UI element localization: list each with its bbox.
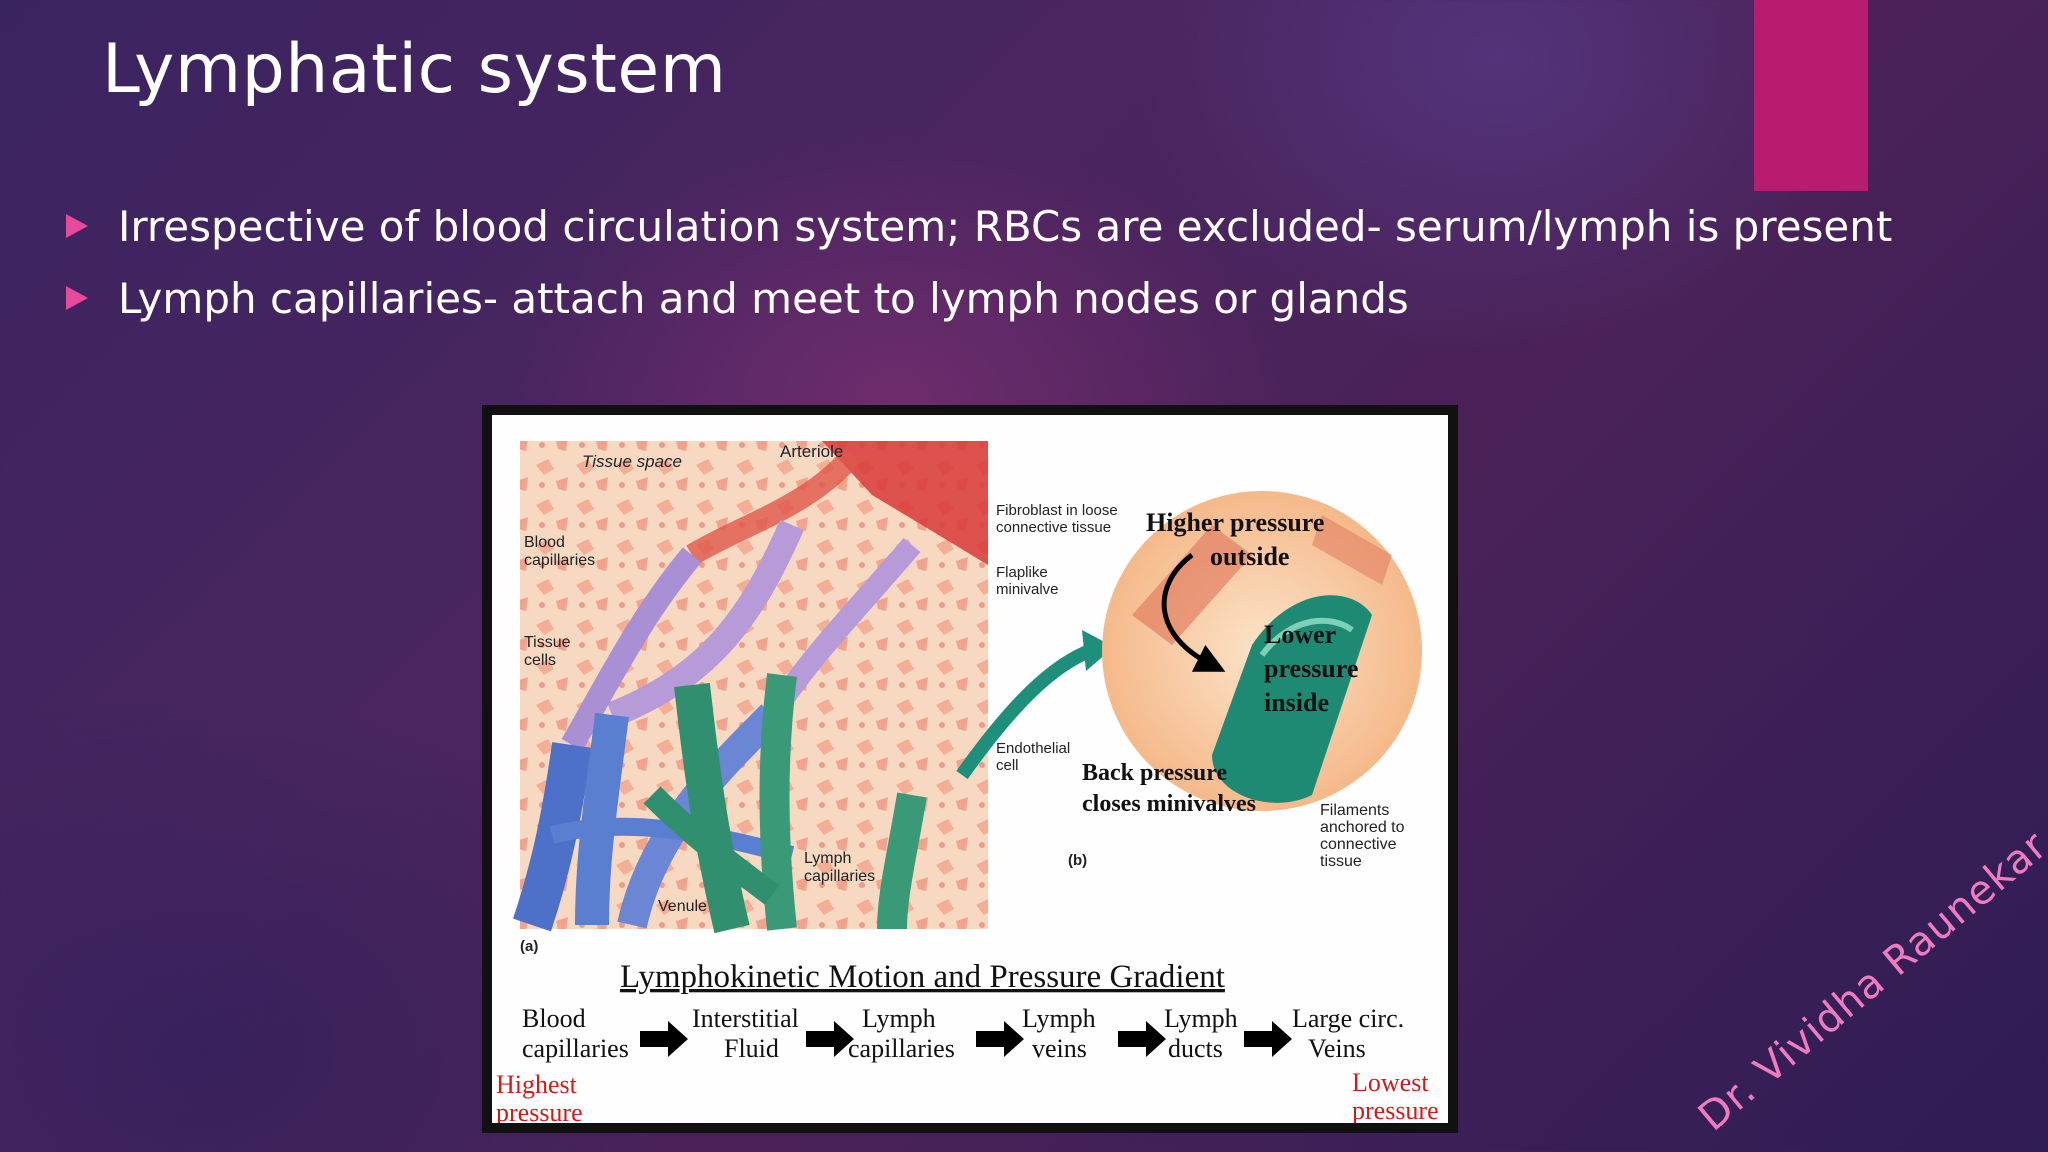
step-blood-capillaries-2: capillaries: [522, 1034, 629, 1063]
label-highest-2: pressure: [496, 1098, 583, 1123]
label-higher-pressure-1: Higher pressure: [1146, 508, 1324, 537]
step-lymph-veins-2: veins: [1032, 1034, 1087, 1063]
label-tissue-space: Tissue space: [582, 452, 682, 471]
label-arteriole: Arteriole: [780, 442, 843, 461]
label-lowest-2: pressure: [1352, 1096, 1439, 1123]
figure-canvas: Tissue space Arteriole Blood capillaries…: [492, 415, 1448, 1123]
label-lowest-1: Lowest: [1352, 1068, 1429, 1097]
label-lymph-capillaries-2: capillaries: [804, 868, 875, 885]
label-flaplike-1: Flaplike: [996, 564, 1048, 581]
bullet-item: Lymph capillaries- attach and meet to ly…: [62, 262, 1892, 334]
bullet-item: Irrespective of blood circulation system…: [62, 190, 1892, 262]
label-filaments-1: Filaments: [1320, 802, 1389, 819]
label-back-pressure-2: closes minivalves: [1082, 791, 1256, 817]
flow-arrows: [640, 1021, 1292, 1057]
step-lymph-ducts-1: Lymph: [1164, 1004, 1238, 1033]
step-lymph-veins-1: Lymph: [1022, 1004, 1096, 1033]
flow-arrow-icon: [640, 1021, 688, 1057]
label-venule: Venule: [658, 898, 707, 915]
label-fibroblast-2: connective tissue: [996, 519, 1111, 536]
gradient-flow: Blood capillaries Interstitial Fluid Lym…: [522, 1004, 1404, 1063]
label-flaplike-2: minivalve: [996, 581, 1059, 598]
flow-arrow-icon: [806, 1021, 854, 1057]
label-panel-b: (b): [1068, 852, 1087, 869]
label-lower-pressure-2: pressure: [1264, 654, 1358, 683]
bullet-arrow-icon: [66, 286, 88, 310]
step-lymph-capillaries-2: capillaries: [848, 1034, 955, 1063]
gradient-title: Lymphokinetic Motion and Pressure Gradie…: [620, 959, 1225, 995]
label-highest-1: Highest: [496, 1070, 578, 1099]
step-lymph-capillaries-1: Lymph: [862, 1004, 936, 1033]
panel-a-illustration: [513, 441, 988, 934]
bullet-text: Irrespective of blood circulation system…: [118, 201, 1893, 251]
bullet-arrow-icon: [66, 214, 88, 238]
slide-title: Lymphatic system: [102, 30, 727, 109]
label-filaments-3: connective: [1320, 836, 1397, 853]
label-lower-pressure-3: inside: [1264, 688, 1329, 717]
transition-arrow-icon: [956, 643, 1095, 780]
step-interstitial-2: Fluid: [724, 1034, 779, 1063]
lymphatic-diagram-figure: Tissue space Arteriole Blood capillaries…: [482, 405, 1458, 1133]
label-tissue-cells-1: Tissue: [524, 634, 571, 651]
label-endothelial-2: cell: [996, 757, 1019, 774]
label-lymph-capillaries-1: Lymph: [804, 850, 851, 867]
label-back-pressure-1: Back pressure: [1082, 760, 1227, 786]
lymphatic-diagram: Tissue space Arteriole Blood capillaries…: [496, 441, 1439, 1123]
bullet-list: Irrespective of blood circulation system…: [62, 190, 1892, 334]
label-endothelial-1: Endothelial: [996, 740, 1070, 757]
step-large-veins-1: Large circ.: [1292, 1004, 1404, 1033]
bullet-text: Lymph capillaries- attach and meet to ly…: [118, 273, 1409, 323]
flow-arrow-icon: [1118, 1021, 1166, 1057]
label-filaments-4: tissue: [1320, 853, 1362, 870]
accent-bar: [1754, 0, 1868, 191]
author-watermark: Dr. Vividha Raunekar: [1690, 822, 2048, 1141]
label-blood-capillaries-1: Blood: [524, 534, 565, 551]
label-tissue-cells-2: cells: [524, 652, 556, 669]
step-large-veins-2: Veins: [1308, 1034, 1366, 1063]
label-fibroblast-1: Fibroblast in loose: [996, 502, 1118, 519]
label-lower-pressure-1: Lower: [1264, 620, 1336, 649]
label-higher-pressure-2: outside: [1210, 542, 1289, 571]
label-blood-capillaries-2: capillaries: [524, 552, 595, 569]
label-panel-a: (a): [520, 938, 538, 955]
step-lymph-ducts-2: ducts: [1168, 1034, 1223, 1063]
flow-arrow-icon: [976, 1021, 1024, 1057]
step-interstitial-1: Interstitial: [692, 1004, 799, 1033]
panel-b-illustration: [1102, 491, 1422, 811]
transition-arrowhead-icon: [1082, 630, 1114, 671]
flow-arrow-icon: [1244, 1021, 1292, 1057]
label-filaments-2: anchored to: [1320, 819, 1405, 836]
step-blood-capillaries-1: Blood: [522, 1004, 586, 1033]
